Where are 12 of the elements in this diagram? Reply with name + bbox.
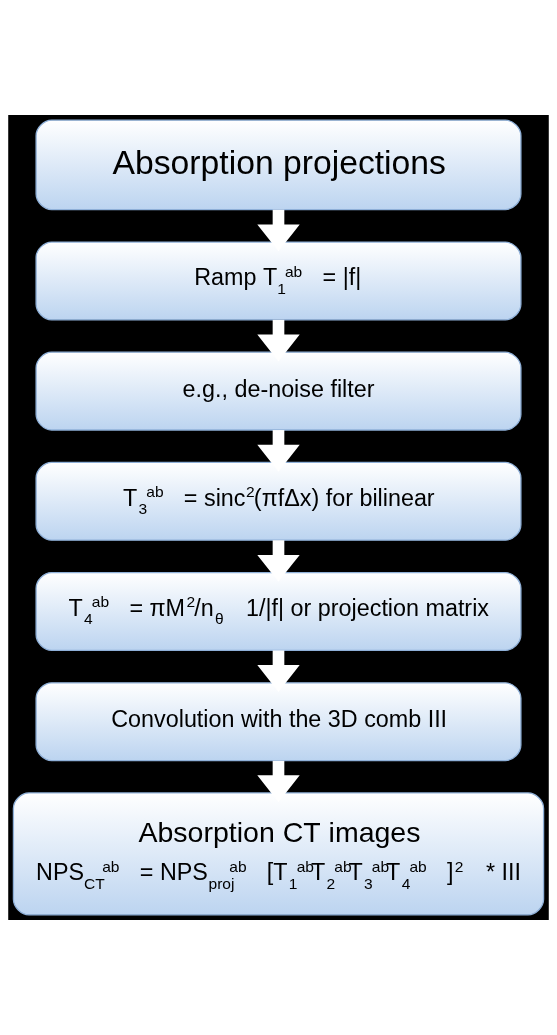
arrow — [257, 650, 300, 692]
node-box: Absorption CT images NPS$_{CT}$$^{ab}$ = NPS$_{proj}$$^{ab}$ [T$_{1}$$^{ab}$T$_{2}$$^{ab}$T$_{3}$$^{ab}$T$_{4}$$^{ab}$ ]$^{2}$ * III — [12, 792, 545, 916]
node-box: T$_{4}$$^{ab}$ = πM$^{2}$/n$_{θ}$ 1/|f| or projection matrix — [35, 571, 522, 651]
node-box: Convolution with the 3D comb III — [35, 682, 522, 762]
arrow — [257, 430, 300, 472]
node-box: e.g., de-noise filter — [35, 351, 522, 431]
node-box: T$_{3}$$^{ab}$ = sinc$^{2}$(πfΔx) for bilinear — [35, 461, 522, 541]
arrow — [257, 319, 300, 362]
arrow — [257, 540, 300, 582]
node-box: Ramp T$_{1}$$^{ab}$ = |f| — [35, 241, 522, 321]
arrow — [257, 209, 300, 252]
node-box: Absorption projections — [35, 119, 522, 211]
